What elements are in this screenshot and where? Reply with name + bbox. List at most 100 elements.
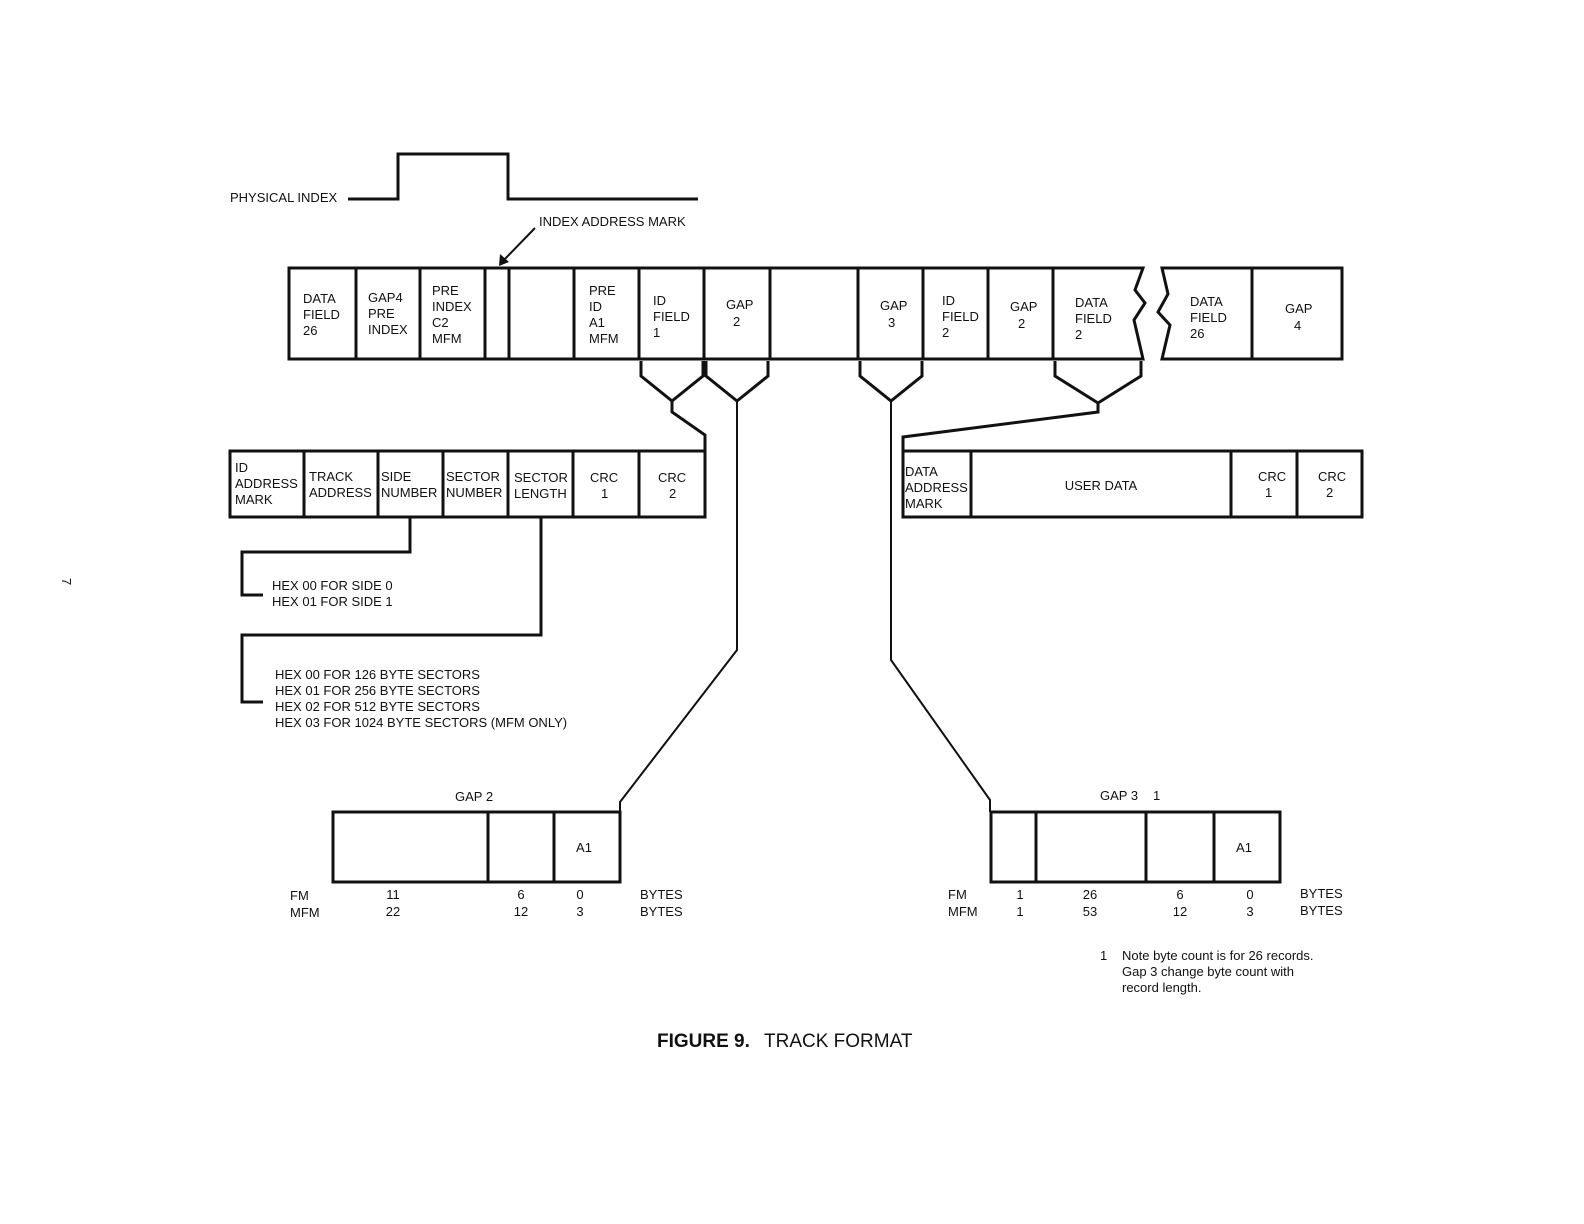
data-cell-label: CRC: [1258, 469, 1286, 484]
track-field-blank-2: [768, 266, 860, 361]
track-label: 3: [888, 315, 895, 330]
gap2-fm-value: 0: [576, 887, 583, 902]
data-cell-address-mark: [901, 449, 973, 519]
gap3-fm-value: 0: [1246, 887, 1253, 902]
footnote-line: record length.: [1122, 980, 1202, 995]
id-cell-sector-number: [441, 449, 510, 519]
footnote: 1 Note byte count is for 26 records. Gap…: [1100, 948, 1313, 995]
footnote-line: Note byte count is for 26 records.: [1122, 948, 1313, 963]
track-label: GAP: [1010, 299, 1037, 314]
track-field-data-2: [1051, 266, 1147, 361]
gap2-bracket: [704, 361, 770, 403]
track-label: FIELD: [653, 309, 690, 324]
track-label: 26: [1190, 326, 1204, 341]
physical-index-pulse: [348, 152, 698, 201]
track-label: GAP: [880, 298, 907, 313]
track-field-data-26: [287, 266, 358, 361]
track-label: DATA: [303, 291, 336, 306]
id-field-bracket: [639, 361, 707, 450]
gap3-unit: BYTES: [1300, 886, 1343, 901]
gap2-unit: BYTES: [640, 887, 683, 902]
track-label: GAP: [1285, 301, 1312, 316]
gap3-mfm-value: 53: [1083, 904, 1097, 919]
track-label: PRE: [589, 283, 616, 298]
id-cell-label: ADDRESS: [309, 485, 372, 500]
gap2-mfm-value: 12: [514, 904, 528, 919]
track-field-id-1: [637, 266, 706, 361]
id-cell-label: NUMBER: [446, 485, 502, 500]
side-note: HEX 01 FOR SIDE 1: [272, 594, 393, 609]
gap2-cell-label: A1: [576, 840, 592, 855]
gap3-cell-label: A1: [1236, 840, 1252, 855]
track-label: MFM: [589, 331, 619, 346]
data-cell-label: USER DATA: [1065, 478, 1138, 493]
track-label: FIELD: [303, 307, 340, 322]
id-cell-label: 1: [601, 486, 608, 501]
track-label: DATA: [1190, 294, 1223, 309]
gap2-cell: [331, 810, 490, 884]
track-field-gap4-pre-index: [354, 266, 422, 361]
track-label: INDEX: [368, 322, 408, 337]
track-field-gap4: [1250, 266, 1344, 361]
physical-index-label: PHYSICAL INDEX: [230, 190, 337, 205]
data-cell-label: CRC: [1318, 469, 1346, 484]
id-cell-label: SIDE: [381, 469, 412, 484]
track-label: 26: [303, 323, 317, 338]
track-label: FIELD: [942, 309, 979, 324]
side-note: HEX 00 FOR SIDE 0: [272, 578, 393, 593]
track-label: 2: [942, 325, 949, 340]
footnote-line: Gap 3 change byte count with: [1122, 964, 1294, 979]
track-field-id-2: [921, 266, 990, 361]
track-label: PRE: [432, 283, 459, 298]
gap3-cell: [989, 810, 1038, 884]
track-field-gap3: [856, 266, 925, 361]
track-label: FIELD: [1075, 311, 1112, 326]
length-note: HEX 02 FOR 512 BYTE SECTORS: [275, 699, 480, 714]
gap3-mfm-value: 3: [1246, 904, 1253, 919]
data-cell-label: MARK: [905, 496, 943, 511]
track-label: PRE: [368, 306, 395, 321]
track-field-index-mark: [483, 266, 511, 361]
gap2-mfm-value: 3: [576, 904, 583, 919]
gap3-bracket: [858, 361, 924, 403]
gap2-cell: [486, 810, 556, 884]
gap2-title: GAP 2: [455, 789, 493, 804]
track-field-gap2-b: [986, 266, 1055, 361]
gap3-fm-label: FM: [948, 887, 967, 902]
gap3-footnote-ref: 1: [1153, 788, 1160, 803]
sector-length-callout: [240, 518, 543, 704]
gap2-fm-value: 11: [386, 887, 400, 902]
id-cell-sector-length: [506, 449, 575, 519]
gap2-detail: GAP 2 A1 FM MFM 11 6 0 22 12 3 BYTES BYT…: [290, 789, 683, 920]
track-label: GAP4: [368, 290, 403, 305]
gap3-unit: BYTES: [1300, 903, 1343, 918]
track-bar: [287, 266, 1344, 361]
footnote-number: 1: [1100, 948, 1107, 963]
track-label: ID: [589, 299, 602, 314]
gap3-fm-value: 26: [1083, 887, 1097, 902]
data-field-expansion: DATA ADDRESS MARK USER DATA CRC 1 CRC 2: [901, 449, 1364, 519]
page-number: 7: [59, 578, 74, 585]
id-cell-label: ADDRESS: [235, 476, 298, 491]
gap3-mfm-label: MFM: [948, 904, 978, 919]
id-cell-label: ID: [235, 460, 248, 475]
id-cell-label: TRACK: [309, 469, 353, 484]
track-label: DATA: [1075, 295, 1108, 310]
gap2-fm-value: 6: [517, 887, 524, 902]
track-label: MFM: [432, 331, 462, 346]
gap2-mfm-label: MFM: [290, 905, 320, 920]
gap3-cell: [1144, 810, 1216, 884]
gap2-mfm-value: 22: [386, 904, 400, 919]
data-cell-crc2: [1295, 449, 1364, 519]
track-label: ID: [653, 293, 666, 308]
expansion-connectors: [619, 361, 1143, 812]
track-label: FIELD: [1190, 310, 1227, 325]
track-label: ID: [942, 293, 955, 308]
id-cell-label: NUMBER: [381, 485, 437, 500]
gap2-cell: [552, 810, 622, 884]
id-cell-crc2: [637, 449, 707, 519]
data-cell-user-data: [969, 449, 1233, 519]
track-label: 2: [733, 314, 740, 329]
index-address-mark-label: INDEX ADDRESS MARK: [539, 214, 686, 229]
